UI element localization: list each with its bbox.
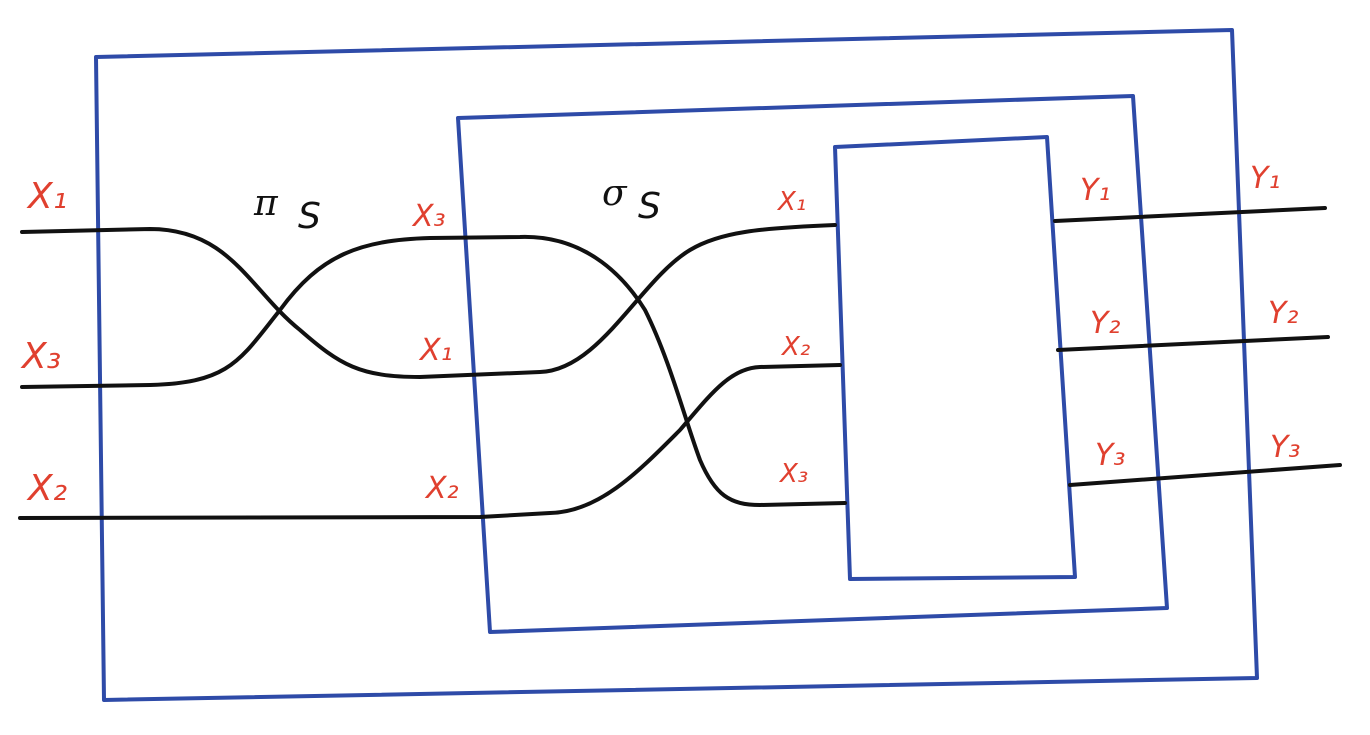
left-input-x1-label: X₁ xyxy=(26,176,67,217)
out-output-y1-label: Y₁ xyxy=(1250,161,1280,196)
operator-sigma-subscript: S xyxy=(638,186,661,227)
outer-box xyxy=(94,28,1259,702)
mid-input-x2-label: X₂ xyxy=(424,471,459,506)
wire-x2 xyxy=(18,363,842,520)
mid-input-x1-label: X₁ xyxy=(418,333,453,368)
wire-y1 xyxy=(1053,206,1327,223)
core-output-y3-label: Y₃ xyxy=(1095,438,1125,473)
operator-pi-subscript: S xyxy=(298,196,321,237)
mid-input-x3-label: X₃ xyxy=(411,199,446,234)
core-output-y1-label: Y₁ xyxy=(1080,173,1110,208)
operator-pi-label: π xyxy=(253,183,279,224)
wire-x3-crossing xyxy=(20,234,847,507)
core-input-x1-label: X₁ xyxy=(776,187,806,217)
operator-sigma-label: σ xyxy=(602,173,628,214)
core-box xyxy=(833,135,1077,581)
core-input-x2-label: X₂ xyxy=(780,332,810,362)
wire-y3 xyxy=(1068,463,1342,487)
wire-y2 xyxy=(1056,335,1330,352)
left-input-x3-label: X₃ xyxy=(20,336,61,377)
core-input-x3-label: X₃ xyxy=(778,459,808,489)
left-input-x2-label: X₂ xyxy=(26,468,67,509)
out-output-y3-label: Y₃ xyxy=(1270,430,1300,465)
middle-box xyxy=(456,94,1169,634)
core-output-y2-label: Y₂ xyxy=(1090,306,1120,341)
wire-x1-crossing xyxy=(20,223,837,379)
out-output-y2-label: Y₂ xyxy=(1268,296,1298,331)
